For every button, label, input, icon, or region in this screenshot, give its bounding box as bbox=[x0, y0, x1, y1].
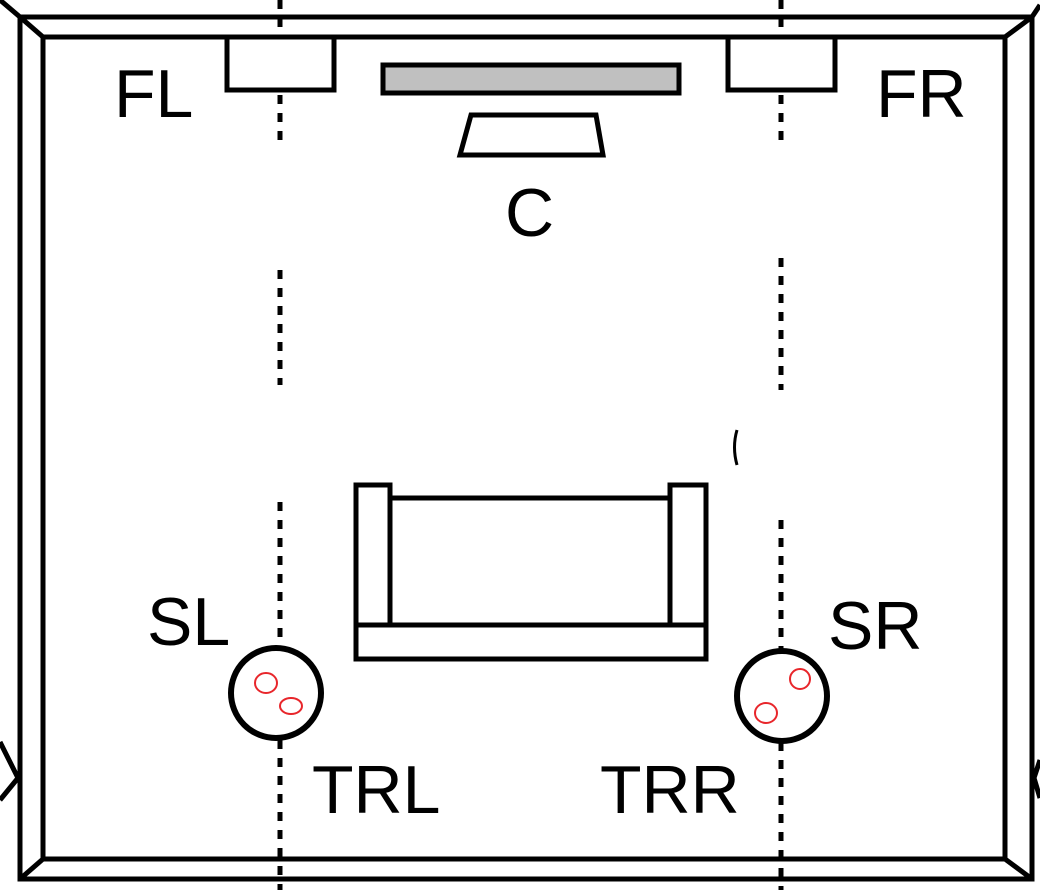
label-front-left: FL bbox=[114, 56, 193, 132]
sofa-right-arm bbox=[667, 482, 709, 630]
room-corner-bottom-right bbox=[1003, 856, 1034, 882]
tv-screen-icon bbox=[380, 62, 682, 96]
surround-right-speaker-icon bbox=[734, 648, 830, 744]
front-right-speaker-icon bbox=[725, 34, 838, 93]
room-corner-bottom-left bbox=[18, 857, 45, 881]
guide-lines bbox=[277, 0, 784, 890]
driver-marker-icon bbox=[254, 672, 278, 694]
driver-marker-icon bbox=[754, 702, 778, 724]
sofa-icon bbox=[353, 482, 709, 662]
edge-mark-top-left bbox=[0, 0, 22, 19]
label-surround-left: SL bbox=[147, 584, 230, 660]
sofa-seat bbox=[353, 622, 709, 662]
driver-marker-icon bbox=[279, 697, 303, 715]
edge-mark-right bbox=[1031, 759, 1040, 799]
sofa-back bbox=[385, 495, 675, 629]
surround-left-speaker-icon bbox=[228, 645, 324, 741]
stray-mark bbox=[733, 429, 739, 466]
edge-mark-left bbox=[0, 740, 21, 802]
label-surround-right: SR bbox=[828, 588, 922, 664]
room-corner-top-right bbox=[1003, 14, 1034, 40]
center-speaker-icon bbox=[456, 112, 606, 158]
label-center: C bbox=[505, 175, 554, 251]
edge-mark-top-right bbox=[1029, 3, 1040, 19]
room-outer-wall bbox=[17, 14, 1035, 882]
sofa-left-arm bbox=[353, 482, 393, 630]
front-left-speaker-icon bbox=[224, 34, 337, 93]
room-inner-wall bbox=[40, 34, 1008, 862]
label-top-rear-left: TRL bbox=[312, 752, 440, 828]
label-top-rear-right: TRR bbox=[600, 752, 740, 828]
driver-marker-icon bbox=[789, 668, 811, 690]
room-corner-top-left bbox=[18, 15, 45, 39]
label-front-right: FR bbox=[876, 56, 967, 132]
